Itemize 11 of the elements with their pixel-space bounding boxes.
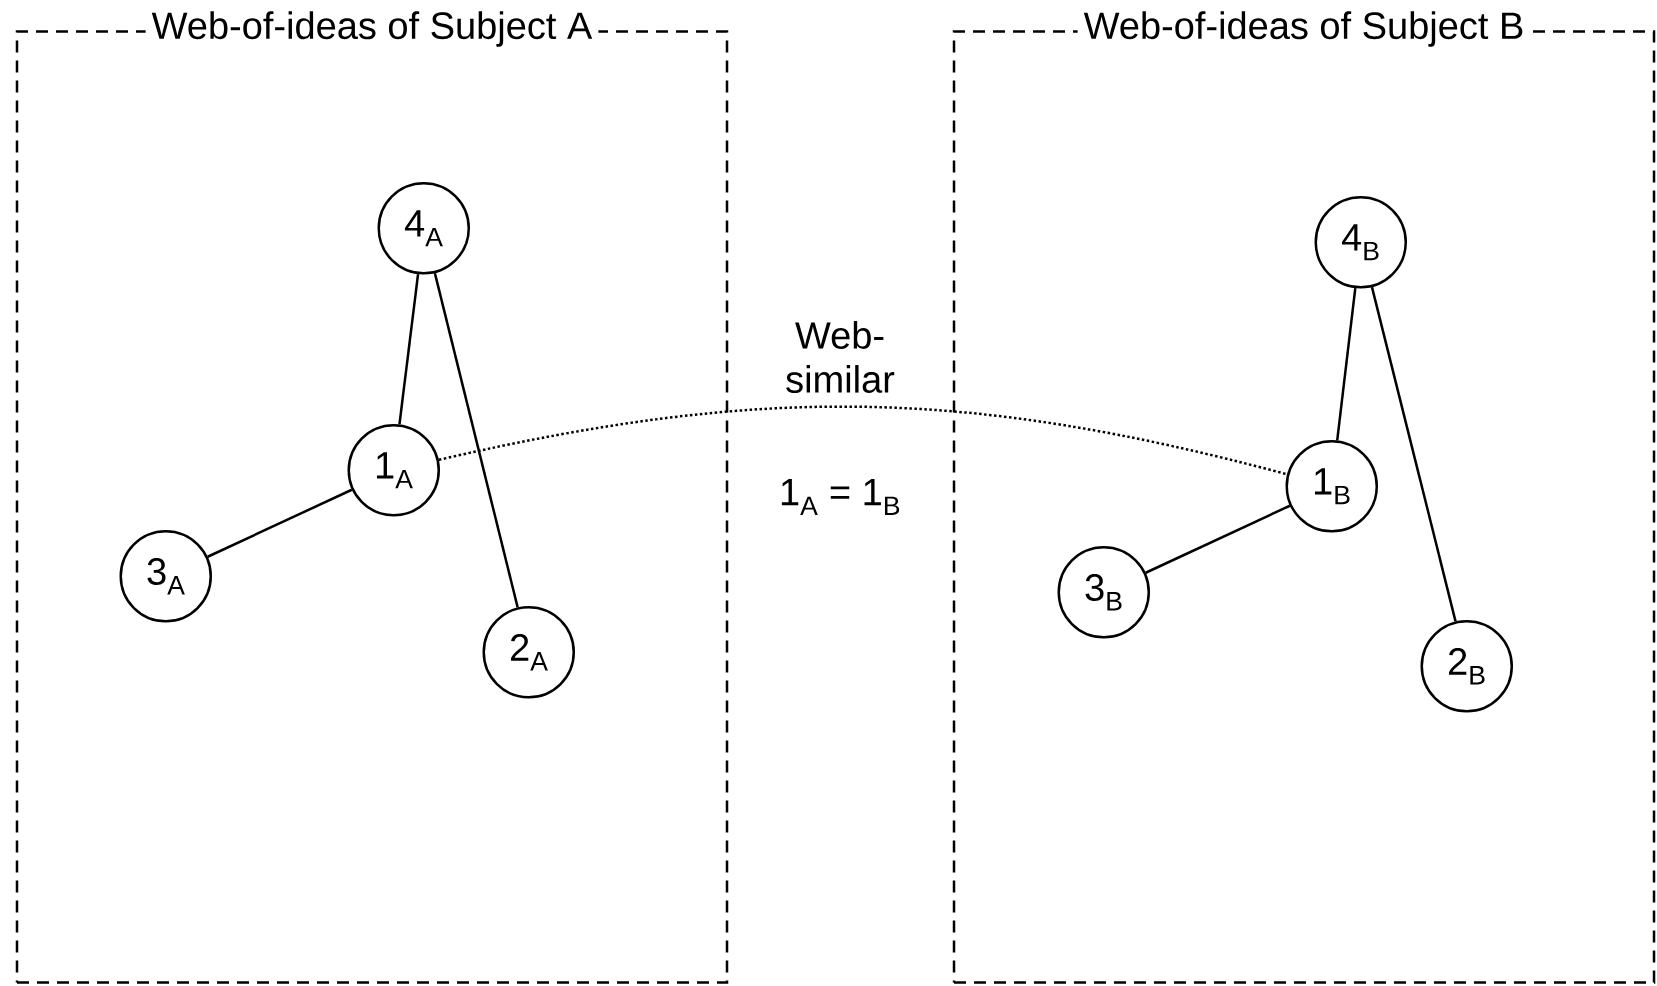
connector-line — [433, 272, 519, 608]
connector-line — [1335, 288, 1357, 441]
group-heading: Web-of-ideas of Subject A — [145, 5, 599, 53]
group-heading: Web-of-ideas of Subject B — [1077, 5, 1531, 53]
similarity-link — [438, 405, 1288, 476]
connector-line — [207, 488, 353, 558]
connector-line — [1145, 504, 1291, 574]
connector-line — [398, 274, 420, 425]
connector-line — [1370, 286, 1457, 622]
equation-label: 1$_{A}$ = 1$_{B}$ — [781, 479, 900, 515]
edge-label: Web-similar — [767, 318, 913, 396]
